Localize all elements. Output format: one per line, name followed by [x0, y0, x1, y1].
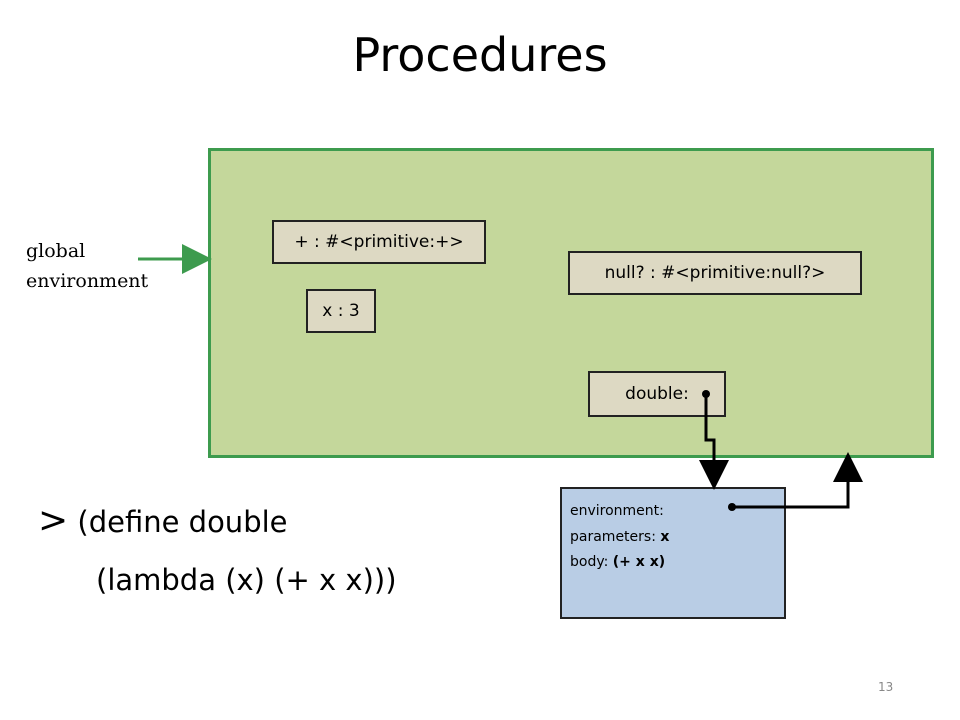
binding-x: x : 3: [306, 289, 376, 333]
procedure-environment-field: environment:: [570, 503, 664, 519]
global-label-line1: global: [26, 240, 86, 262]
global-environment-label: global environment: [26, 236, 148, 296]
parameters-value: x: [660, 529, 670, 545]
code-line-2: (lambda (x) (+ x x))): [96, 563, 397, 597]
double-to-procedure-arrow: [699, 394, 729, 490]
binding-null: null? : #<primitive:null?>: [568, 251, 862, 295]
binding-plus: + : #<primitive:+>: [272, 220, 486, 264]
code-define: (define double: [77, 505, 288, 539]
slide-title: Procedures: [352, 28, 608, 82]
slide-number: 13: [878, 680, 894, 694]
body-value: (+ x x): [612, 554, 666, 570]
repl-prompt: >: [38, 500, 69, 541]
parameters-label: parameters:: [570, 529, 656, 545]
procedure-to-global-env-arrow: [732, 452, 863, 509]
procedure-body-field: body: (+ x x): [570, 554, 665, 570]
code-line-1: > (define double: [38, 500, 288, 541]
procedure-object: environment: parameters: x body: (+ x x): [560, 487, 786, 619]
body-label: body:: [570, 554, 609, 570]
procedure-parameters-field: parameters: x: [570, 529, 669, 545]
environment-label: environment:: [570, 503, 664, 519]
global-label-line2: environment: [26, 270, 149, 292]
